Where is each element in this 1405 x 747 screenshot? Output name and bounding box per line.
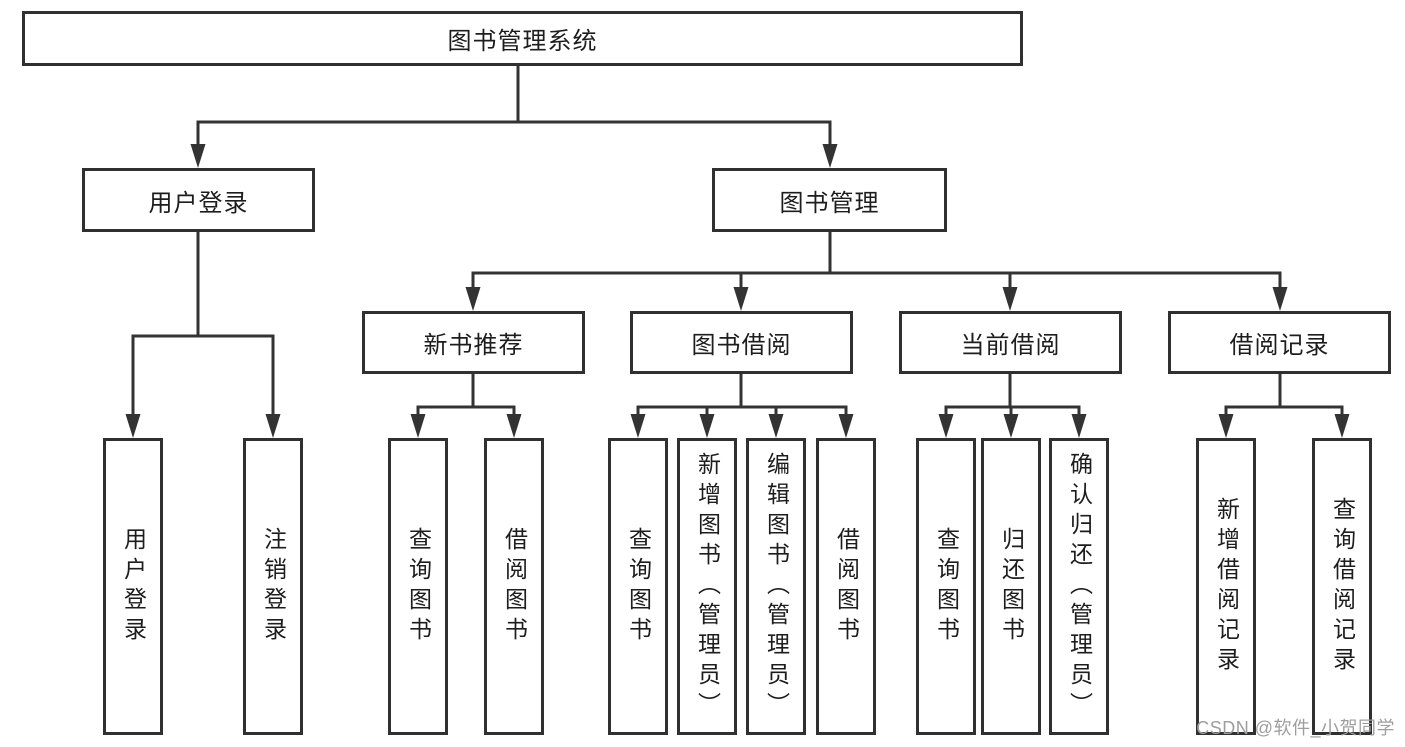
- arrow-down-icon: [733, 287, 749, 311]
- node-leaf-borrow-book-1: 借阅图书: [484, 438, 544, 735]
- arrow-down-icon: [768, 414, 784, 438]
- arrow-down-icon: [190, 144, 206, 168]
- arrow-down-icon: [1003, 414, 1019, 438]
- node-current-borrow: 当前借阅: [899, 311, 1122, 374]
- arrow-down-icon: [1334, 414, 1350, 438]
- arrow-down-icon: [1218, 414, 1234, 438]
- arrow-down-icon: [630, 414, 646, 438]
- node-book-borrow: 图书借阅: [630, 311, 853, 374]
- connector-user-login-to-leaves: [125, 230, 281, 438]
- node-leaf-add-borrow-record: 新增借阅记录: [1196, 438, 1256, 735]
- node-borrow-records: 借阅记录: [1168, 311, 1391, 374]
- arrow-down-icon: [265, 414, 281, 438]
- node-book-management: 图书管理: [712, 168, 947, 232]
- arrow-down-icon: [822, 144, 838, 168]
- node-leaf-add-book-admin: 新增图书（管理员）: [677, 438, 737, 735]
- node-user-login: 用户登录: [82, 168, 315, 232]
- arrow-down-icon: [699, 414, 715, 438]
- arrow-down-icon: [1272, 287, 1288, 311]
- arrow-down-icon: [938, 414, 954, 438]
- connector-book-borrow-to-leaves: [630, 372, 854, 438]
- node-leaf-query-book-2: 查询图书: [608, 438, 668, 735]
- node-new-book-recommend: 新书推荐: [362, 311, 585, 374]
- node-leaf-user-login: 用户登录: [103, 438, 163, 735]
- node-leaf-edit-book-admin: 编辑图书（管理员）: [746, 438, 806, 735]
- arrow-down-icon: [410, 414, 426, 438]
- arrow-down-icon: [506, 414, 522, 438]
- arrow-down-icon: [1002, 287, 1018, 311]
- connector-borrow-records-to-leaves: [1218, 372, 1350, 438]
- node-leaf-logout: 注销登录: [243, 438, 303, 735]
- node-leaf-confirm-return-admin: 确认归还（管理员）: [1049, 438, 1109, 735]
- connector-root-to-level2: [190, 62, 838, 168]
- node-system-root: 图书管理系统: [22, 11, 1023, 66]
- arrow-down-icon: [465, 287, 481, 311]
- node-leaf-query-borrow-record: 查询借阅记录: [1312, 438, 1372, 735]
- connector-book-mgmt-to-level3: [465, 230, 1288, 311]
- arrow-down-icon: [838, 414, 854, 438]
- arrow-down-icon: [1071, 414, 1087, 438]
- node-leaf-query-book-1: 查询图书: [388, 438, 448, 735]
- node-leaf-return-book: 归还图书: [981, 438, 1041, 735]
- csdn-watermark: CSDN @软件_小贺同学: [1196, 718, 1395, 738]
- node-leaf-query-book-3: 查询图书: [916, 438, 976, 735]
- arrow-down-icon: [125, 414, 141, 438]
- node-leaf-borrow-book-2: 借阅图书: [816, 438, 876, 735]
- connector-current-borrow-to-leaves: [938, 372, 1087, 438]
- connector-new-books-to-leaves: [410, 372, 522, 438]
